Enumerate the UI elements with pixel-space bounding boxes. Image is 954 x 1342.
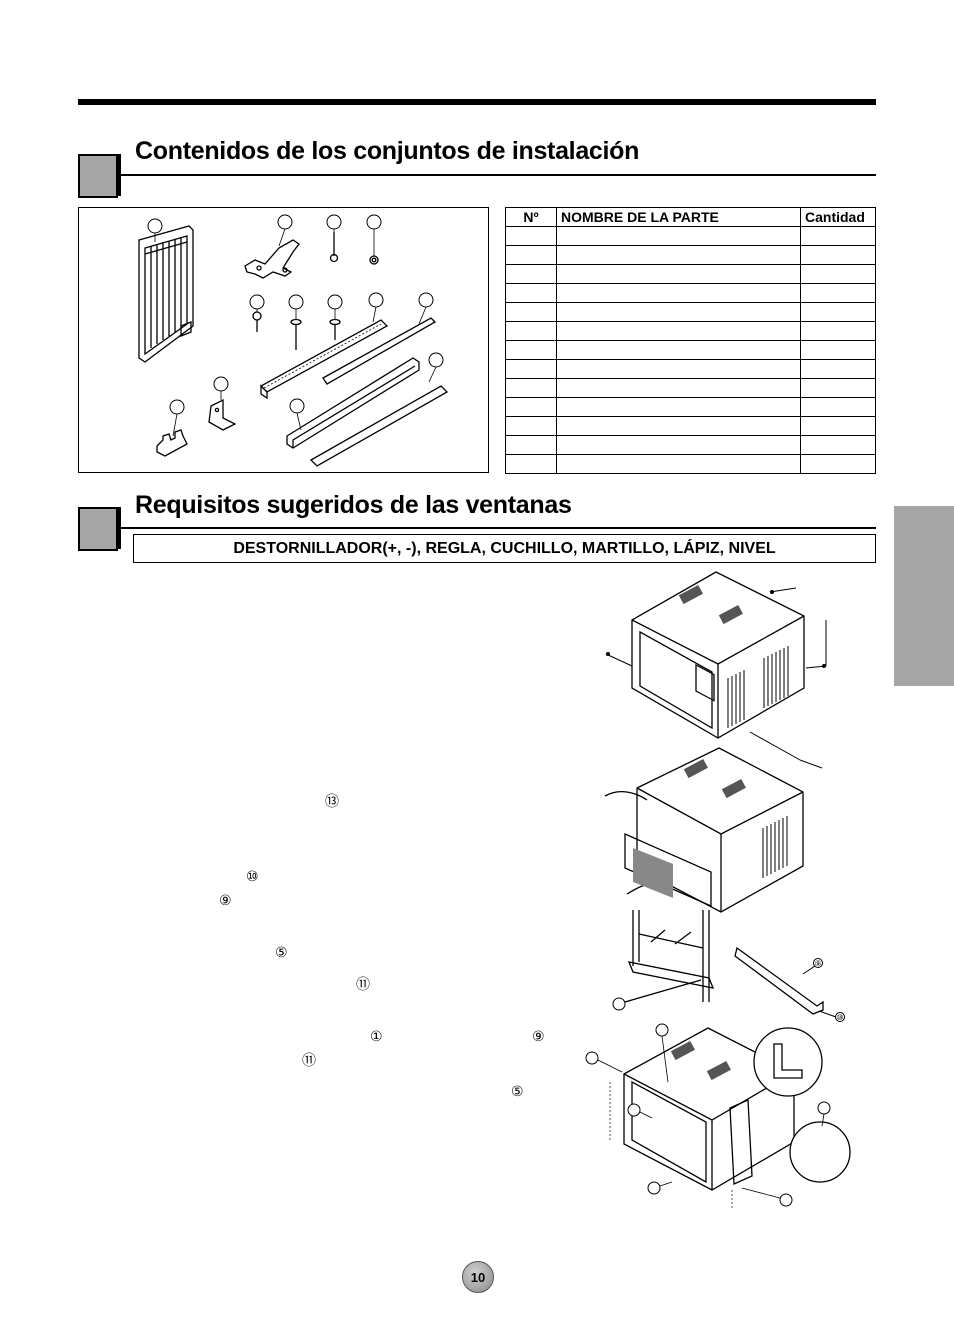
ref-9-second: ⑨ xyxy=(532,1028,545,1044)
table-cell xyxy=(505,321,557,341)
table-cell xyxy=(556,264,801,284)
table-row xyxy=(505,283,876,303)
section2-marker xyxy=(78,507,118,551)
fig-label-10: ⑩ xyxy=(836,1013,843,1022)
table-cell xyxy=(800,283,876,303)
parts-table: Nº NOMBRE DE LA PARTE Cantidad xyxy=(505,207,876,474)
table-cell xyxy=(800,245,876,265)
section1-rule xyxy=(118,174,876,176)
table-cell xyxy=(556,378,801,398)
table-cell xyxy=(800,264,876,284)
page-number-text: 10 xyxy=(470,1269,486,1285)
table-cell xyxy=(505,340,557,360)
page-number: 10 xyxy=(462,1261,494,1293)
ref-9: ⑨ xyxy=(219,892,232,908)
table-row xyxy=(505,397,876,417)
ref-5-second: ⑤ xyxy=(511,1083,524,1099)
table-cell xyxy=(800,378,876,398)
table-cell xyxy=(505,435,557,455)
col-name-header: NOMBRE DE LA PARTE xyxy=(556,207,801,227)
ref-13: ⑬ xyxy=(325,793,339,809)
table-cell xyxy=(800,302,876,322)
table-cell xyxy=(800,226,876,246)
table-row xyxy=(505,378,876,398)
table-cell xyxy=(505,378,557,398)
tools-list: DESTORNILLADOR(+, -), REGLA, CUCHILLO, M… xyxy=(133,534,876,563)
table-cell xyxy=(505,359,557,379)
table-cell xyxy=(800,340,876,360)
fig-label-9: ⑨ xyxy=(814,959,821,968)
col-quantity-header: Cantidad xyxy=(800,207,876,227)
table-cell xyxy=(800,454,876,474)
table-cell xyxy=(556,359,801,379)
figure-cabinet-install xyxy=(585,1023,851,1208)
table-cell xyxy=(505,397,557,417)
table-cell xyxy=(556,397,801,417)
table-cell xyxy=(505,245,557,265)
table-row xyxy=(505,359,876,379)
table-row xyxy=(505,435,876,455)
side-tab xyxy=(894,506,954,686)
table-cell xyxy=(800,359,876,379)
table-cell xyxy=(556,416,801,436)
table-cell xyxy=(800,321,876,341)
section1-title: Contenidos de los conjuntos de instalaci… xyxy=(135,137,640,165)
top-rule xyxy=(78,99,876,105)
table-row xyxy=(505,454,876,474)
table-cell xyxy=(800,416,876,436)
table-cell xyxy=(556,283,801,303)
table-row xyxy=(505,302,876,322)
table-cell xyxy=(505,416,557,436)
table-cell xyxy=(505,302,557,322)
col-number-header: Nº xyxy=(505,207,557,227)
table-row xyxy=(505,245,876,265)
table-row xyxy=(505,226,876,246)
figure-remove-chassis xyxy=(604,747,804,913)
table-cell xyxy=(505,283,557,303)
table-cell xyxy=(556,226,801,246)
tools-text: DESTORNILLADOR(+, -), REGLA, CUCHILLO, M… xyxy=(233,539,776,557)
ref-11-second: ⑪ xyxy=(302,1052,316,1068)
ref-10: ⑩ xyxy=(246,868,259,884)
parts-table-body xyxy=(505,226,876,474)
ref-5: ⑤ xyxy=(275,944,288,960)
parts-illustration xyxy=(78,207,489,473)
table-cell xyxy=(505,226,557,246)
section1-marker xyxy=(78,154,118,198)
ref-1: ① xyxy=(370,1028,383,1044)
ref-11: ⑪ xyxy=(356,976,370,992)
table-row xyxy=(505,340,876,360)
section2-title: Requisitos sugeridos de las ventanas xyxy=(135,491,572,519)
table-cell xyxy=(556,321,801,341)
table-cell xyxy=(800,435,876,455)
table-cell xyxy=(556,245,801,265)
table-cell xyxy=(556,302,801,322)
table-cell xyxy=(505,454,557,474)
table-header-row: Nº NOMBRE DE LA PARTE Cantidad xyxy=(505,207,876,227)
figure-window-sill: ⑨ ⑩ xyxy=(612,910,845,1022)
figure-unit-screws xyxy=(605,571,827,769)
table-cell xyxy=(556,435,801,455)
section2-rule xyxy=(118,527,876,529)
table-cell xyxy=(800,397,876,417)
parts-drawing xyxy=(138,214,449,467)
table-row xyxy=(505,321,876,341)
table-cell xyxy=(556,454,801,474)
table-cell xyxy=(505,264,557,284)
table-cell xyxy=(556,340,801,360)
table-row xyxy=(505,264,876,284)
table-row xyxy=(505,416,876,436)
